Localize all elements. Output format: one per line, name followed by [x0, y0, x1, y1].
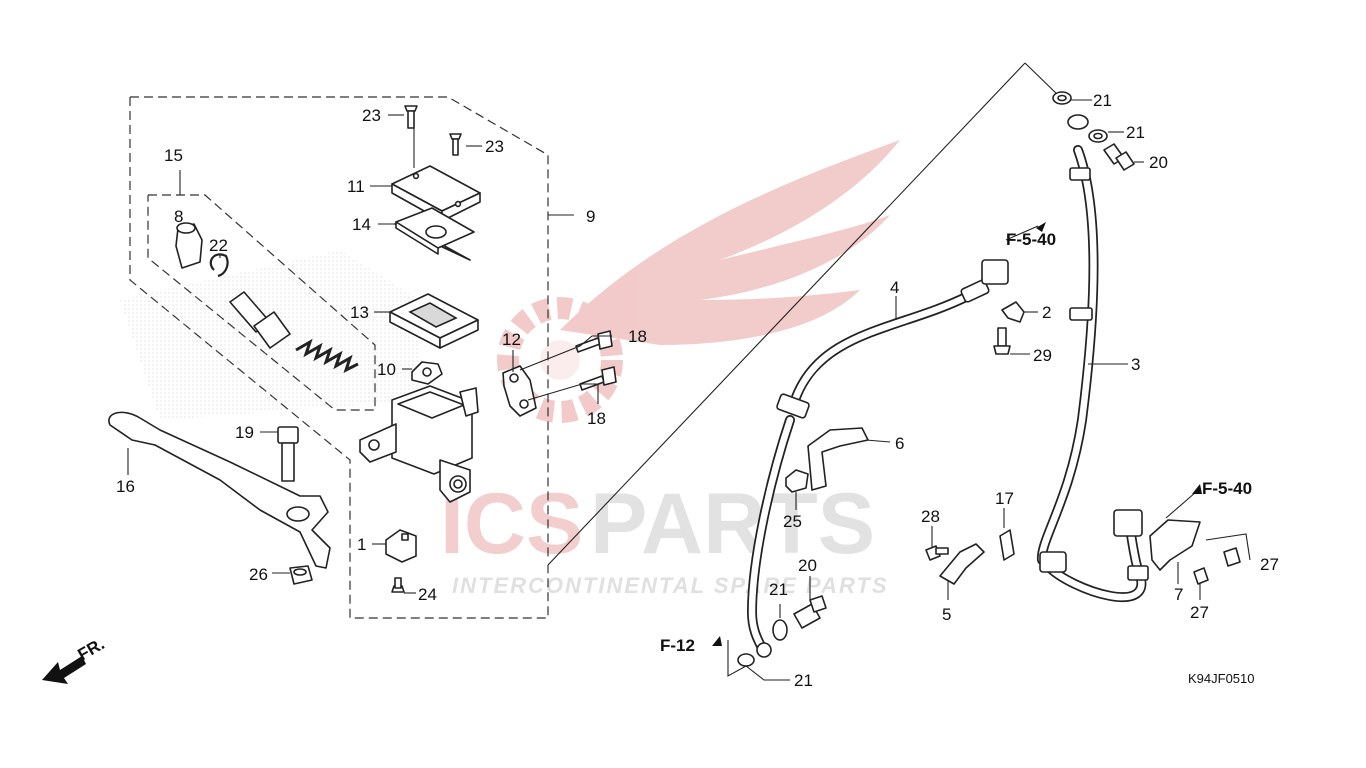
- front-arrow-icon: [42, 656, 86, 684]
- callout-labels: 1 2 3 4 5 6 7 8 9 10 11 12 13 14 15 16 1…: [116, 91, 1279, 690]
- bolt-28: [925, 545, 949, 561]
- diaphragm-13: [389, 293, 479, 349]
- bolt-19: [277, 426, 299, 482]
- diaphragm-plate-14: [394, 207, 475, 261]
- callout-18-b: 18: [587, 409, 606, 428]
- clip-2: [1001, 301, 1025, 323]
- brake-lever-16: [108, 411, 331, 569]
- callout-27-a: 27: [1260, 555, 1279, 574]
- stop-switch-1: [385, 529, 417, 563]
- callout-18-a: 18: [628, 327, 647, 346]
- reservoir-cap-11: [391, 165, 481, 222]
- bolt-27-b: [1223, 547, 1241, 567]
- callout-12: 12: [502, 330, 521, 349]
- reference-f-5-40-right: F-5-40: [1202, 479, 1252, 498]
- callout-15: 15: [164, 146, 183, 165]
- bolt-27-a: [1193, 567, 1209, 585]
- watermark-tagline: INTERCONTINENTAL SPARE PARTS: [452, 573, 889, 598]
- circlip-22: [209, 253, 229, 278]
- callout-10: 10: [377, 360, 396, 379]
- master-cylinder-group: [108, 105, 617, 593]
- callout-9: 9: [586, 207, 595, 226]
- callout-13: 13: [350, 303, 369, 322]
- wing-logo: [497, 140, 900, 423]
- piston-set: [229, 291, 291, 349]
- leader-lines: [127, 99, 1251, 681]
- bolt-29: [993, 327, 1011, 355]
- callout-8: 8: [174, 207, 183, 226]
- stay-7: [1149, 519, 1201, 571]
- brake-hose-4: [746, 259, 1009, 658]
- callout-20-b: 20: [798, 556, 817, 575]
- callout-5: 5: [942, 605, 951, 624]
- screw-24: [391, 577, 405, 593]
- callout-7: 7: [1174, 585, 1183, 604]
- master-cylinder-body-9: [359, 385, 479, 503]
- callout-11: 11: [347, 177, 365, 196]
- reference-f-5-40-top: F-5-40: [1006, 230, 1056, 249]
- callout-20-a: 20: [1149, 153, 1168, 172]
- nut-25: [785, 469, 809, 493]
- callout-24: 24: [418, 585, 437, 604]
- holder-12: [502, 365, 537, 417]
- callout-2: 2: [1042, 303, 1051, 322]
- callout-23-a: 23: [362, 106, 381, 125]
- diagram-code: K94JF0510: [1188, 671, 1255, 686]
- bolt-18-b: [579, 366, 617, 391]
- callout-23-b: 23: [485, 137, 504, 156]
- bolt-20-b: [793, 595, 827, 629]
- callout-21-c: 21: [769, 580, 788, 599]
- spring: [295, 338, 359, 373]
- screw-23-a: [404, 105, 418, 129]
- callout-28: 28: [921, 507, 940, 526]
- float-10: [411, 361, 443, 385]
- nut-26: [289, 565, 313, 585]
- callout-22: 22: [209, 236, 228, 255]
- arrow-icon: [1192, 484, 1202, 494]
- clip-17: [999, 529, 1015, 561]
- arrow-icon: [1036, 222, 1046, 232]
- callout-26: 26: [249, 565, 268, 584]
- washer-21-c: [772, 619, 788, 641]
- bracket-6: [807, 427, 869, 491]
- callout-19: 19: [235, 423, 254, 442]
- washer-21-d: [737, 653, 755, 667]
- callout-14: 14: [352, 215, 371, 234]
- callout-21-b: 21: [1126, 123, 1145, 142]
- brake-hose-3: [1036, 114, 1149, 602]
- bolt-20-a: [1103, 143, 1135, 171]
- reference-f-12: F-12: [660, 636, 695, 655]
- callout-4: 4: [890, 278, 899, 297]
- callout-21-d: 21: [794, 671, 813, 690]
- callout-17: 17: [995, 489, 1014, 508]
- callout-27-b: 27: [1190, 603, 1209, 622]
- front-direction-indicator: FR.: [42, 634, 108, 684]
- callout-3: 3: [1131, 355, 1140, 374]
- callout-21-a: 21: [1093, 91, 1112, 110]
- arrow-icon: [712, 636, 722, 646]
- callout-16: 16: [116, 477, 135, 496]
- callout-29: 29: [1033, 346, 1052, 365]
- washer-21-b: [1088, 129, 1108, 143]
- clamp-5: [939, 543, 985, 585]
- reference-labels: F-5-40 F-5-40 F-12: [660, 222, 1252, 655]
- washer-21-a: [1052, 91, 1072, 105]
- boot-8: [175, 222, 203, 269]
- callout-6: 6: [895, 434, 904, 453]
- callout-25: 25: [783, 512, 802, 531]
- screw-23-b: [449, 133, 462, 156]
- callout-1: 1: [357, 535, 366, 554]
- watermark: ICS PARTS INTERCONTINENTAL SPARE PARTS: [440, 140, 900, 598]
- hoses: [746, 114, 1149, 658]
- right-hardware: [737, 91, 1241, 667]
- watermark-brand-rest: PARTS: [590, 476, 875, 572]
